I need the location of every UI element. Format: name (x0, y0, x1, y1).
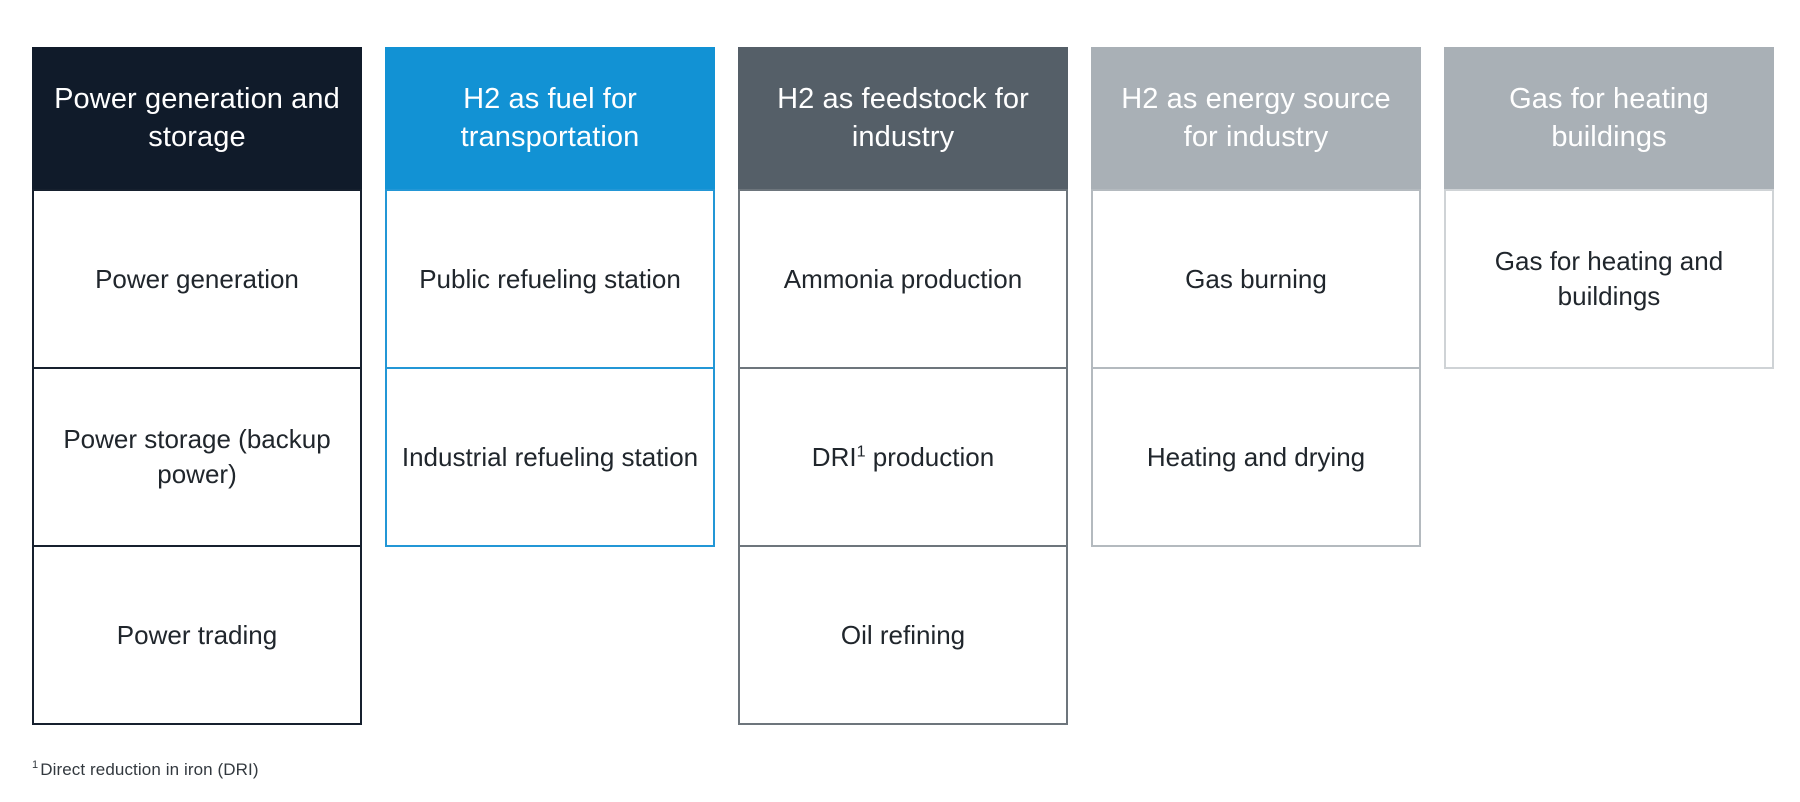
cell-power-trading[interactable]: Power trading (32, 545, 362, 725)
column-cells-power-generation-and-storage: Power generation Power storage (backup p… (32, 189, 362, 725)
column-header-h2-as-fuel-for-transportation: H2 as fuel for transportation (385, 47, 715, 189)
dri-footnote-marker: 1 (856, 441, 866, 460)
cell-gas-burning[interactable]: Gas burning (1091, 189, 1421, 369)
column-h2-as-feedstock-for-industry: H2 as feedstock for industry Ammonia pro… (738, 47, 1068, 725)
column-h2-as-fuel-for-transportation: H2 as fuel for transportation Public ref… (385, 47, 715, 547)
cell-gas-for-heating-and-buildings[interactable]: Gas for heating and buildings (1444, 189, 1774, 369)
cell-heating-and-drying[interactable]: Heating and drying (1091, 367, 1421, 547)
column-h2-as-energy-source-for-industry: H2 as energy source for industry Gas bur… (1091, 47, 1421, 547)
cell-dri-production-label: DRI1 production (811, 441, 995, 472)
column-header-h2-as-energy-source-for-industry: H2 as energy source for industry (1091, 47, 1421, 189)
column-gas-for-heating-buildings: Gas for heating buildings Gas for heatin… (1444, 47, 1774, 369)
column-cells-gas-for-heating-buildings: Gas for heating and buildings (1444, 189, 1774, 369)
cell-dri-production[interactable]: DRI1 production (738, 367, 1068, 547)
footnote-marker: 1 (32, 759, 39, 772)
cell-oil-refining[interactable]: Oil refining (738, 545, 1068, 725)
cell-power-storage-backup-power[interactable]: Power storage (backup power) (32, 367, 362, 547)
cell-power-generation[interactable]: Power generation (32, 189, 362, 369)
column-header-power-generation-and-storage: Power generation and storage (32, 47, 362, 189)
column-header-h2-as-feedstock-for-industry: H2 as feedstock for industry (738, 47, 1068, 189)
column-cells-h2-as-feedstock-for-industry: Ammonia production DRI1 production Oil r… (738, 189, 1068, 725)
column-cells-h2-as-energy-source-for-industry: Gas burning Heating and drying (1091, 189, 1421, 547)
column-header-gas-for-heating-buildings: Gas for heating buildings (1444, 47, 1774, 189)
column-cells-h2-as-fuel-for-transportation: Public refueling station Industrial refu… (385, 189, 715, 547)
cell-public-refueling-station[interactable]: Public refueling station (385, 189, 715, 369)
footnote-text: Direct reduction in iron (DRI) (40, 760, 259, 779)
cell-ammonia-production[interactable]: Ammonia production (738, 189, 1068, 369)
category-columns-diagram: Power generation and storage Power gener… (32, 47, 1774, 732)
column-power-generation-and-storage: Power generation and storage Power gener… (32, 47, 362, 725)
cell-industrial-refueling-station[interactable]: Industrial refueling station (385, 367, 715, 547)
